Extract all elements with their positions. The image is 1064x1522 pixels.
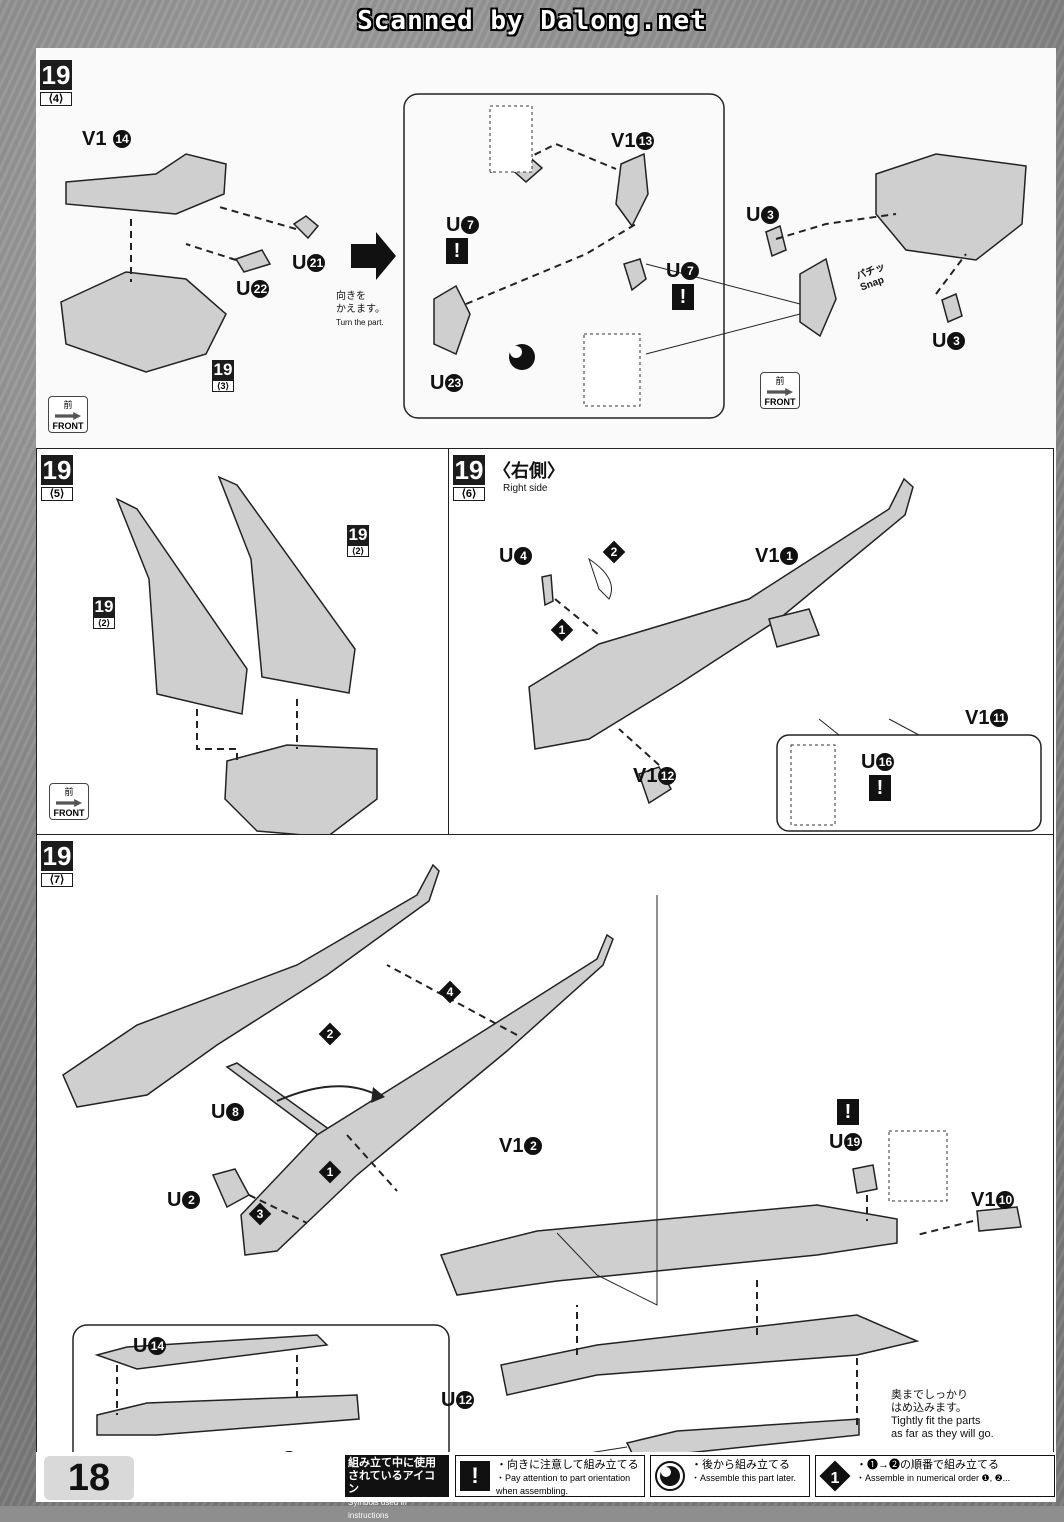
ref-step-19-2: 19⟨2⟩ — [93, 597, 115, 629]
instruction-page: 19 ⟨4⟩ — [36, 48, 1056, 1502]
legend-numerical-order: 1 ・❶→❷の順番で組み立てる・Assemble in numerical or… — [815, 1455, 1055, 1497]
waist-unit-parts-illustration — [60, 93, 1027, 419]
step-substep: ⟨4⟩ — [40, 92, 72, 106]
order-marker-1: 1 — [319, 1161, 341, 1183]
warning-icon: ! — [869, 775, 891, 801]
side-label-jp: 〈右側〉 — [493, 461, 565, 481]
turn-part-note: 向きをかえます。Turn the part. — [336, 291, 385, 327]
ref-step-19-3: 19⟨3⟩ — [212, 360, 234, 392]
scan-watermark: Scanned by Dalong.net — [357, 6, 707, 36]
waist-assembly-shape — [60, 271, 227, 373]
step-badge: 19 ⟨7⟩ — [41, 841, 73, 887]
warning-icon: ! — [460, 1461, 490, 1491]
step-number: 19 — [41, 841, 73, 871]
step-substep: ⟨6⟩ — [453, 487, 485, 501]
order-marker-2: 2 — [319, 1023, 341, 1045]
legend-assemble-later: ・後から組み立てる・Assemble this part later. — [650, 1455, 810, 1497]
step-substep: ⟨7⟩ — [41, 873, 73, 887]
warning-icon: ! — [837, 1099, 859, 1125]
order-marker-3: 3 — [249, 1203, 271, 1225]
ref-step-19-2: 19⟨2⟩ — [347, 525, 369, 557]
assemble-later-icon — [655, 1461, 685, 1491]
step-number: 19 — [453, 455, 485, 485]
step-number: 19 — [40, 60, 72, 90]
step-badge: 19 ⟨5⟩ — [41, 455, 73, 501]
label-v1-14: V1 14 — [82, 128, 132, 151]
step-19-4-panel: 19 ⟨4⟩ — [36, 54, 1052, 454]
warning-icon: ! — [672, 284, 694, 310]
page-number: 18 — [44, 1456, 134, 1500]
part-v1-14-shape — [65, 153, 227, 215]
step-badge: 19 ⟨4⟩ — [40, 60, 72, 106]
right-leg-assembly-illustration — [528, 477, 1042, 832]
step-substep: ⟨5⟩ — [41, 487, 73, 501]
warning-icon: ! — [446, 238, 468, 264]
order-marker-1: 1 — [551, 619, 573, 641]
legend-orientation-warning: ! ・向きに注意して組み立てる・Pay attention to part or… — [455, 1455, 645, 1497]
side-label-en: Right side — [503, 483, 548, 494]
order-marker-4: 4 — [439, 981, 461, 1003]
wing-fin-assembly-illustration — [115, 475, 378, 837]
order-diamond-icon: 1 — [819, 1460, 851, 1492]
symbols-legend-heading: 組み立て中に使用されているアイコン Symbols used in instru… — [345, 1455, 449, 1520]
step-number: 19 — [41, 455, 73, 485]
step-19-7-panel: 19 ⟨7⟩ — [36, 834, 1054, 1502]
order-marker-2: 2 — [603, 541, 625, 563]
step-badge: 19 ⟨6⟩ — [453, 455, 485, 501]
